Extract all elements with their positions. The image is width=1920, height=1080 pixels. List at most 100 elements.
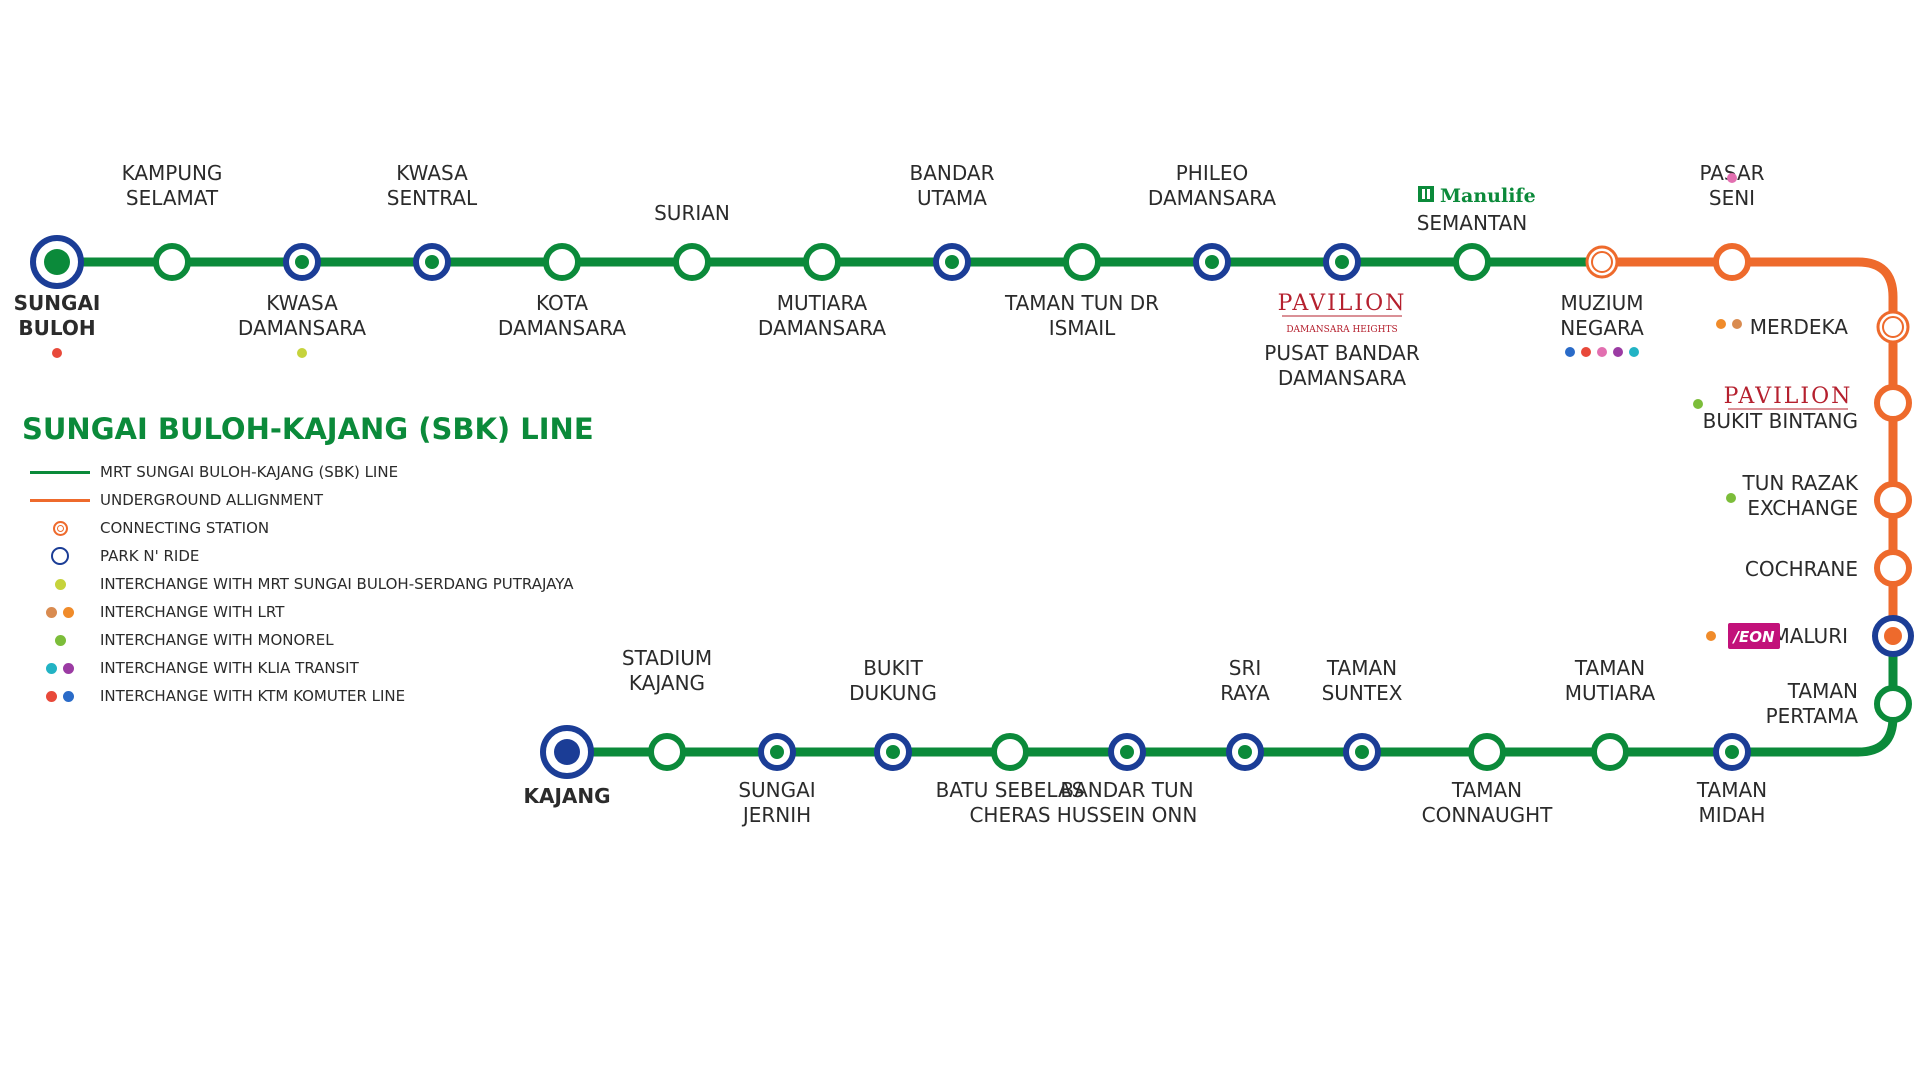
station-label-line: KAJANG (523, 784, 610, 808)
interchange-pink-dot (1597, 347, 1607, 357)
legend-item-monorel: INTERCHANGE WITH MONOREL (20, 626, 620, 654)
station-label-line: CHERAS (969, 803, 1050, 827)
station-tun-razak-exchange (1874, 481, 1912, 519)
legend: SUNGAI BULOH-KAJANG (SBK) LINE MRT SUNGA… (20, 412, 620, 710)
station-maluri (1872, 615, 1914, 657)
pavilion-subtitle: DAMANSARA HEIGHTS (1286, 325, 1397, 335)
station-semantan (1453, 243, 1491, 281)
station-label-line: MUTIARA (777, 291, 868, 315)
station-label-line: SUNGAI (14, 291, 101, 315)
terminal-station-core (554, 739, 580, 765)
legend-item-ssp: INTERCHANGE WITH MRT SUNGAI BULOH-SERDAN… (20, 570, 620, 598)
station-label-line: KOTA (536, 291, 588, 315)
aeon-logo-box (1728, 623, 1780, 649)
station-label-line: MALURI (1772, 624, 1848, 648)
station-label-line: DAMANSARA (1148, 186, 1276, 210)
manulife-logo: Manulife (1440, 185, 1536, 207)
station-bukit-bintang (1874, 384, 1912, 422)
station-circle (673, 243, 711, 281)
underground-station-circle (1713, 243, 1751, 281)
interchange-lrt2-dot (1716, 319, 1726, 329)
station-taman-connaught (1468, 733, 1506, 771)
station-taman-tun-dr-ismail (1063, 243, 1101, 281)
klia-dot-icon (63, 662, 74, 674)
station-label-line: SENI (1709, 186, 1755, 210)
underground-station-circle (1874, 481, 1912, 519)
station-circle (1468, 733, 1506, 771)
station-label-line: MERDEKA (1750, 315, 1849, 339)
station-circle (1063, 243, 1101, 281)
pavilion-damansara-logo: PAVILION (1278, 291, 1407, 316)
aeon-logo: /EON (1731, 628, 1774, 646)
interchange-ktm2-dot (1565, 347, 1575, 357)
station-label-line: KWASA (396, 161, 468, 185)
station-circle (1874, 685, 1912, 723)
park-ride-core (1238, 745, 1252, 759)
station-label-line: BUKIT BINTANG (1703, 409, 1858, 433)
station-label-line: KAMPUNG (122, 161, 223, 185)
park-ride-icon (51, 547, 69, 565)
interchange-lrt1-dot (1732, 319, 1742, 329)
legend-item-ktm: INTERCHANGE WITH KTM KOMUTER LINE (20, 682, 620, 710)
interchange-klia1-dot (1629, 347, 1639, 357)
station-circle (1453, 243, 1491, 281)
station-circle (1591, 733, 1629, 771)
station-surian (673, 243, 711, 281)
station-label-line: PHILEO (1176, 161, 1249, 185)
station-label-line: EXCHANGE (1747, 496, 1858, 520)
station-label: COCHRANE (1745, 557, 1858, 581)
station-label-line: BULOH (18, 316, 95, 340)
park-ride-core (295, 255, 309, 269)
station-kota-damansara (543, 243, 581, 281)
station-label-line: TAMAN (1696, 778, 1767, 802)
legend-item-park-ride: PARK N' RIDE (20, 542, 620, 570)
station-kajang (540, 725, 594, 779)
station-taman-midah (1713, 733, 1751, 771)
station-label-line: SEMANTAN (1417, 211, 1528, 235)
station-label-line: JERNIH (741, 803, 811, 827)
station-label-line: MIDAH (1699, 803, 1766, 827)
interchange-mono-dot (1726, 493, 1736, 503)
station-label-line: SRI (1229, 656, 1262, 680)
station-label-line: SENTRAL (387, 186, 478, 210)
interchange-ktm1-dot (52, 348, 62, 358)
station-label: PASARSENI (1699, 161, 1764, 210)
station-kwasa-damansara (283, 243, 321, 281)
station-circle (543, 243, 581, 281)
manulife-icon-mark (1427, 189, 1430, 199)
underground-station-circle (1874, 549, 1912, 587)
connecting-station-icon (52, 520, 68, 536)
station-label-line: STADIUM (622, 646, 712, 670)
station-label: SURIAN (654, 201, 730, 225)
station-pusat-bandar-damansara (1323, 243, 1361, 281)
orange-line-swatch (30, 498, 90, 502)
station-label: BUKIT BINTANG (1703, 409, 1858, 433)
legend-item-lrt: INTERCHANGE WITH LRT (20, 598, 620, 626)
station-label-line: TAMAN (1787, 679, 1858, 703)
station-label-line: TAMAN (1451, 778, 1522, 802)
station-label-line: TAMAN (1574, 656, 1645, 680)
lrt-dot-icon (63, 606, 74, 618)
stations-layer (30, 235, 1914, 779)
interchange-lrt2-dot (1706, 631, 1716, 641)
station-circle (648, 733, 686, 771)
connecting-station-inner (1882, 316, 1904, 338)
station-label-line: BANDAR TUN (1060, 778, 1193, 802)
station-label-line: PERTAMA (1766, 704, 1859, 728)
station-label-line: SELAMAT (126, 186, 219, 210)
